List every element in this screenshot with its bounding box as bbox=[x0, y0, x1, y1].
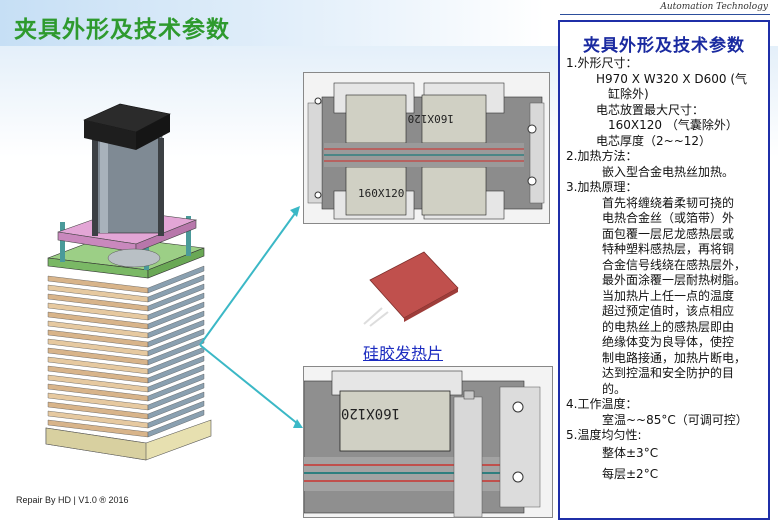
spec-principle-line: 合金信号线绕在感热层外， bbox=[602, 257, 747, 272]
spec-principle-line: 达到控温和安全防护的目 bbox=[602, 366, 735, 380]
spec-section-5-heading: 5.温度均匀性: bbox=[566, 428, 642, 442]
spec-cell-max-size: 160X120 （气囊除外） bbox=[608, 118, 738, 132]
spec-section-4-heading: 4.工作温度： bbox=[566, 397, 638, 411]
spec-principle-line: 电热合金丝（或箔带）外 bbox=[602, 211, 735, 225]
spec-principle-line: 超过预定值时，该点相应 bbox=[602, 304, 735, 318]
spec-cell-thickness: 电芯厚度（2~~12） bbox=[596, 133, 712, 148]
spec-section-1-heading: 1.外形尺寸： bbox=[566, 56, 638, 70]
spec-panel: 夹具外形及技术参数 1.外形尺寸： H970 X W320 X D600 (气 … bbox=[558, 20, 770, 520]
spec-uniformity-whole: 整体±3°C bbox=[602, 445, 659, 460]
silicone-heater-image bbox=[363, 251, 459, 327]
spec-heating-method: 嵌入型合金电热丝加热。 bbox=[602, 164, 735, 179]
spec-dimension-line-b: 缸除外) bbox=[608, 87, 649, 101]
cad-top-label-a: 160X120 bbox=[408, 112, 454, 125]
spec-working-temp: 室温~~85°C（可调可控） bbox=[602, 412, 748, 427]
spec-principle-line: 最外面涂覆一层耐热树脂。 bbox=[602, 273, 747, 287]
cad-top-label-b: 160X120 bbox=[358, 187, 404, 200]
spec-principle-line: 当加热片上任一点的温度 bbox=[602, 288, 735, 303]
spec-section-2-heading: 2.加热方法： bbox=[566, 149, 638, 163]
cad-bottom-label: 160X120 bbox=[341, 405, 400, 421]
spec-cell-max-heading: 电芯放置最大尺寸： bbox=[596, 102, 705, 117]
spec-principle-line: 面包覆一层尼龙感热层或 bbox=[602, 226, 735, 241]
spec-uniformity-layer: 每层±2°C bbox=[602, 467, 659, 481]
spec-section-3-heading: 3.加热原理： bbox=[566, 180, 638, 194]
cad-detail-view-image: 160X120 bbox=[303, 366, 553, 518]
spec-dimension-line-a: H970 X W320 X D600 (气 bbox=[596, 71, 748, 86]
spec-principle-line: 首先将缠绕着柔韧可挠的 bbox=[602, 195, 735, 210]
spec-principle-line: 绝缘体变为良导体，使控 bbox=[602, 335, 735, 349]
brand-text: Automation Technology bbox=[660, 2, 768, 12]
spec-principle-line: 的电热丝上的感热层即由 bbox=[602, 319, 735, 334]
page-title: 夹具外形及技术参数 bbox=[14, 17, 230, 43]
spec-body: 1.外形尺寸： H970 X W320 X D600 (气 缸除外) 电芯放置最… bbox=[566, 56, 764, 483]
brand-rule bbox=[560, 14, 770, 15]
footer-credit: Repair By HD | V1.0 ® 2016 bbox=[16, 495, 129, 505]
spec-title: 夹具外形及技术参数 bbox=[583, 36, 745, 56]
cad-top-view-image: 160X120 160X120 bbox=[303, 72, 550, 224]
spec-principle-line: 的。 bbox=[602, 381, 627, 396]
spec-principle-line: 制电路接通，加热片断电， bbox=[602, 350, 747, 365]
fixture-machine-image bbox=[45, 103, 212, 461]
heater-caption[interactable]: 硅胶发热片 bbox=[363, 344, 444, 363]
spec-principle-line: 特种塑料感热层，再将铜 bbox=[602, 242, 735, 256]
